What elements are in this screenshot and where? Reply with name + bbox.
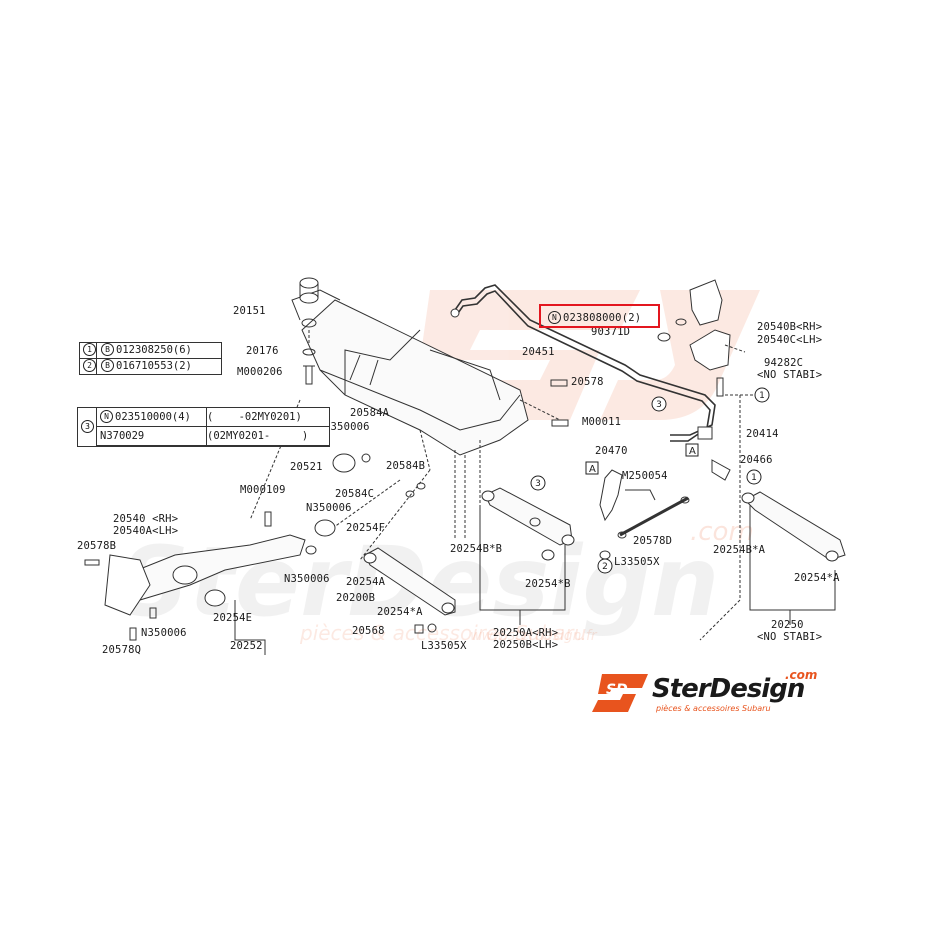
part-label: 20578Q (102, 644, 142, 656)
highlight-box (539, 304, 660, 328)
part-label: 20254F (346, 522, 386, 534)
part-label: 90371D (591, 326, 631, 338)
part-label: 20254B*A (713, 544, 766, 556)
ref-circle-icon: 2 (83, 359, 96, 372)
svg-text:A: A (589, 464, 596, 475)
part-label: 20176 (246, 345, 279, 357)
part-label: N350006 (141, 627, 187, 639)
part-label: L33505X (614, 556, 660, 568)
part-label: 20470 (595, 445, 628, 457)
part-label: 20540C<LH> (757, 334, 823, 346)
svg-text:2: 2 (602, 562, 608, 572)
svg-text:1: 1 (751, 473, 757, 483)
part-label: 20584B (386, 460, 426, 472)
watermark-tagline: pièces & accessoires Subaru (299, 621, 586, 645)
n-prefix-icon: N (100, 410, 113, 423)
ref-circle-icon: 1 (83, 343, 96, 356)
part-label: 20451 (522, 346, 555, 358)
part-label: <NO STABI> (757, 631, 823, 643)
brand-logo-mark: SD (606, 682, 628, 698)
part-label: 20584C (335, 488, 375, 500)
part-label: 20578 (571, 376, 604, 388)
sd-logo-icon (592, 674, 648, 712)
part-label: 94282C (764, 357, 804, 369)
brand-domain: .com (785, 668, 818, 682)
part-label: 20414 (746, 428, 779, 440)
ref-circles: 1 1 2 3 3 (530, 387, 770, 574)
part-label: 20250B<LH> (493, 639, 559, 651)
part-label: 20254*B (525, 578, 571, 590)
callout-a-boxes: A A (585, 443, 699, 475)
brand-logo: SD SterDesign .com pièces & accessoires … (590, 668, 850, 718)
part-label: 20578D (633, 535, 673, 547)
part-label: N350006 (306, 502, 352, 514)
b-prefix-icon: B (101, 359, 114, 372)
n-prefix-icon: N (548, 311, 561, 324)
svg-text:A: A (689, 446, 696, 457)
part-label: 20254*A (794, 572, 840, 584)
brand-name: SterDesign (652, 674, 805, 704)
part-label: <NO STABI> (757, 369, 823, 381)
svg-text:1: 1 (759, 391, 765, 401)
part-label: M000206 (237, 366, 283, 378)
ref-circle-icon: 3 (81, 420, 94, 433)
part-label: 20540B<RH> (757, 321, 823, 333)
part-label: 20540 <RH> (113, 513, 179, 525)
part-label: 20254E (213, 612, 253, 624)
svg-text:3: 3 (535, 479, 541, 489)
part-label: 20250 (771, 619, 804, 631)
part-label: N350006 (324, 421, 370, 433)
part-label: M250054 (622, 470, 668, 482)
part-label: 20250A<RH> (493, 627, 559, 639)
part-label: 20200B (336, 592, 376, 604)
part-label: 20254B*B (450, 543, 503, 555)
part-label: M00011 (582, 416, 622, 428)
part-label: 20254*A (377, 606, 423, 618)
part-label: M000109 (240, 484, 286, 496)
brand-tagline: pièces & accessoires Subaru (656, 704, 771, 713)
part-label: 20254A (346, 576, 386, 588)
legend-row: N370029 (02MY0201- ) (97, 427, 329, 446)
part-label: 20252 (230, 640, 263, 652)
b-prefix-icon: B (101, 343, 114, 356)
watermark-domain: .com (690, 517, 754, 547)
part-label: 20568 (352, 625, 385, 637)
part-label: L33505X (421, 640, 467, 652)
part-label: N350006 (284, 573, 330, 585)
part-label: 20466 (740, 454, 773, 466)
part-label: 20521 (290, 461, 323, 473)
part-label: 20578B (77, 540, 117, 552)
part-label: 20584A (350, 407, 390, 419)
svg-text:3: 3 (656, 400, 662, 410)
part-label: 20151 (233, 305, 266, 317)
part-label: 20540A<LH> (113, 525, 179, 537)
watermark-url: www.sterdesign.fr (470, 628, 598, 644)
